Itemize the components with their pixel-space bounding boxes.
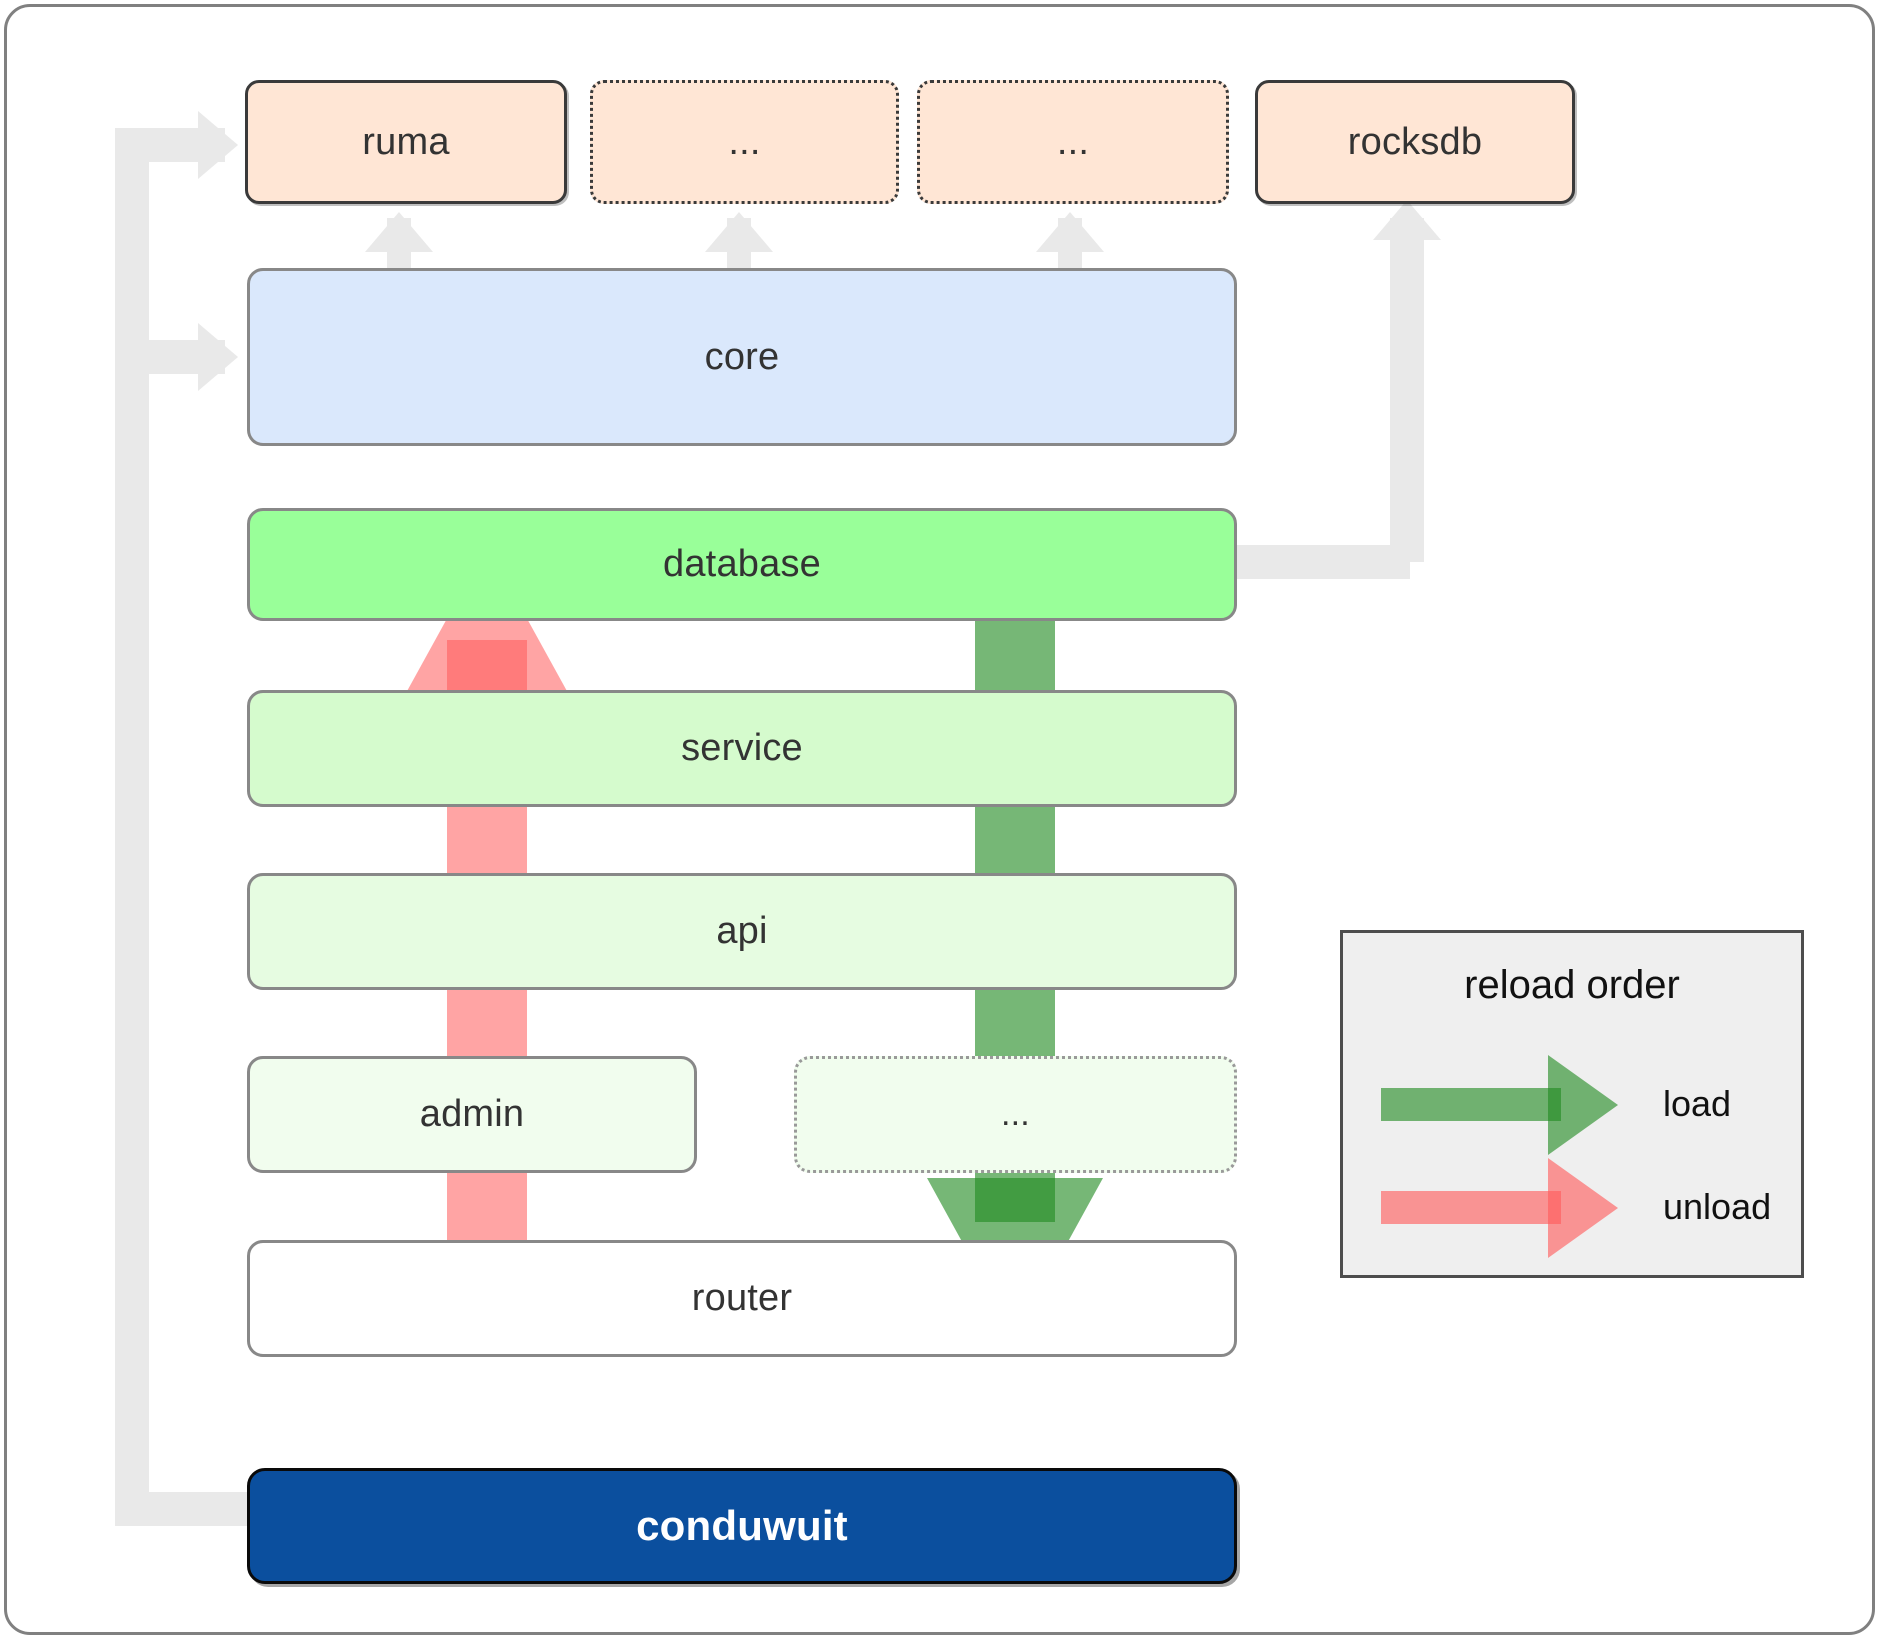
connector-arrowhead-ruma: [198, 111, 238, 179]
diagram-frame: [4, 4, 1875, 1635]
dependency-label-ruma: ruma: [362, 120, 450, 163]
dependency-box-ellipsis-2[interactable]: ...: [917, 80, 1229, 204]
dependency-box-rocksdb[interactable]: rocksdb: [1255, 80, 1575, 204]
layer-box-admin[interactable]: admin: [247, 1056, 697, 1173]
legend-label-unload: unload: [1663, 1186, 1772, 1227]
layer-label-api: api: [716, 910, 768, 952]
binary-box-conduwuit[interactable]: conduwuit: [247, 1468, 1237, 1584]
layer-label-admin: admin: [419, 1093, 525, 1135]
connector-database-to-rocksdb-run: [1220, 545, 1410, 579]
legend-title: reload order: [1464, 963, 1680, 1007]
dependency-label-rocksdb: rocksdb: [1347, 120, 1483, 163]
dependency-label-ellipsis-1: ...: [728, 120, 761, 163]
legend-load-arrow-head: [1548, 1055, 1618, 1155]
layer-label-ellipsis: ...: [1001, 1095, 1030, 1133]
connector-database-to-rocksdb-head: [1373, 200, 1441, 240]
layer-label-router: router: [691, 1277, 793, 1319]
dependency-label-ellipsis-2: ...: [1056, 120, 1090, 163]
layer-box-ellipsis[interactable]: ...: [794, 1056, 1237, 1173]
legend-panel: reload order load unload: [1340, 930, 1804, 1278]
layer-label-database: database: [663, 543, 821, 585]
layer-box-router[interactable]: router: [247, 1240, 1237, 1357]
connector-left-trunk: [115, 128, 149, 1526]
connector-core-to-ruma-head: [365, 212, 433, 252]
layer-box-api[interactable]: api: [247, 873, 1237, 990]
connector-core-to-dep2-head: [705, 212, 773, 252]
layer-box-core[interactable]: core: [247, 268, 1237, 446]
connector-database-to-rocksdb-riser: [1390, 218, 1424, 562]
legend-label-load: load: [1663, 1083, 1732, 1124]
connector-arrowhead-core: [198, 323, 238, 391]
dependency-box-ellipsis-1[interactable]: ...: [590, 80, 899, 204]
layer-label-core: core: [704, 335, 780, 378]
legend-unload-arrow-shaft: [1381, 1191, 1561, 1224]
legend-unload-arrow-head: [1548, 1158, 1618, 1258]
binary-label-conduwuit: conduwuit: [636, 1502, 848, 1549]
legend-load-arrow-shaft: [1381, 1088, 1561, 1121]
connector-left-bottom-run: [115, 1492, 250, 1526]
layer-box-database[interactable]: database: [247, 508, 1237, 621]
connector-core-to-dep3-head: [1036, 212, 1104, 252]
layer-box-service[interactable]: service: [247, 690, 1237, 807]
dependency-box-ruma[interactable]: ruma: [245, 80, 567, 204]
layer-label-service: service: [681, 727, 803, 769]
